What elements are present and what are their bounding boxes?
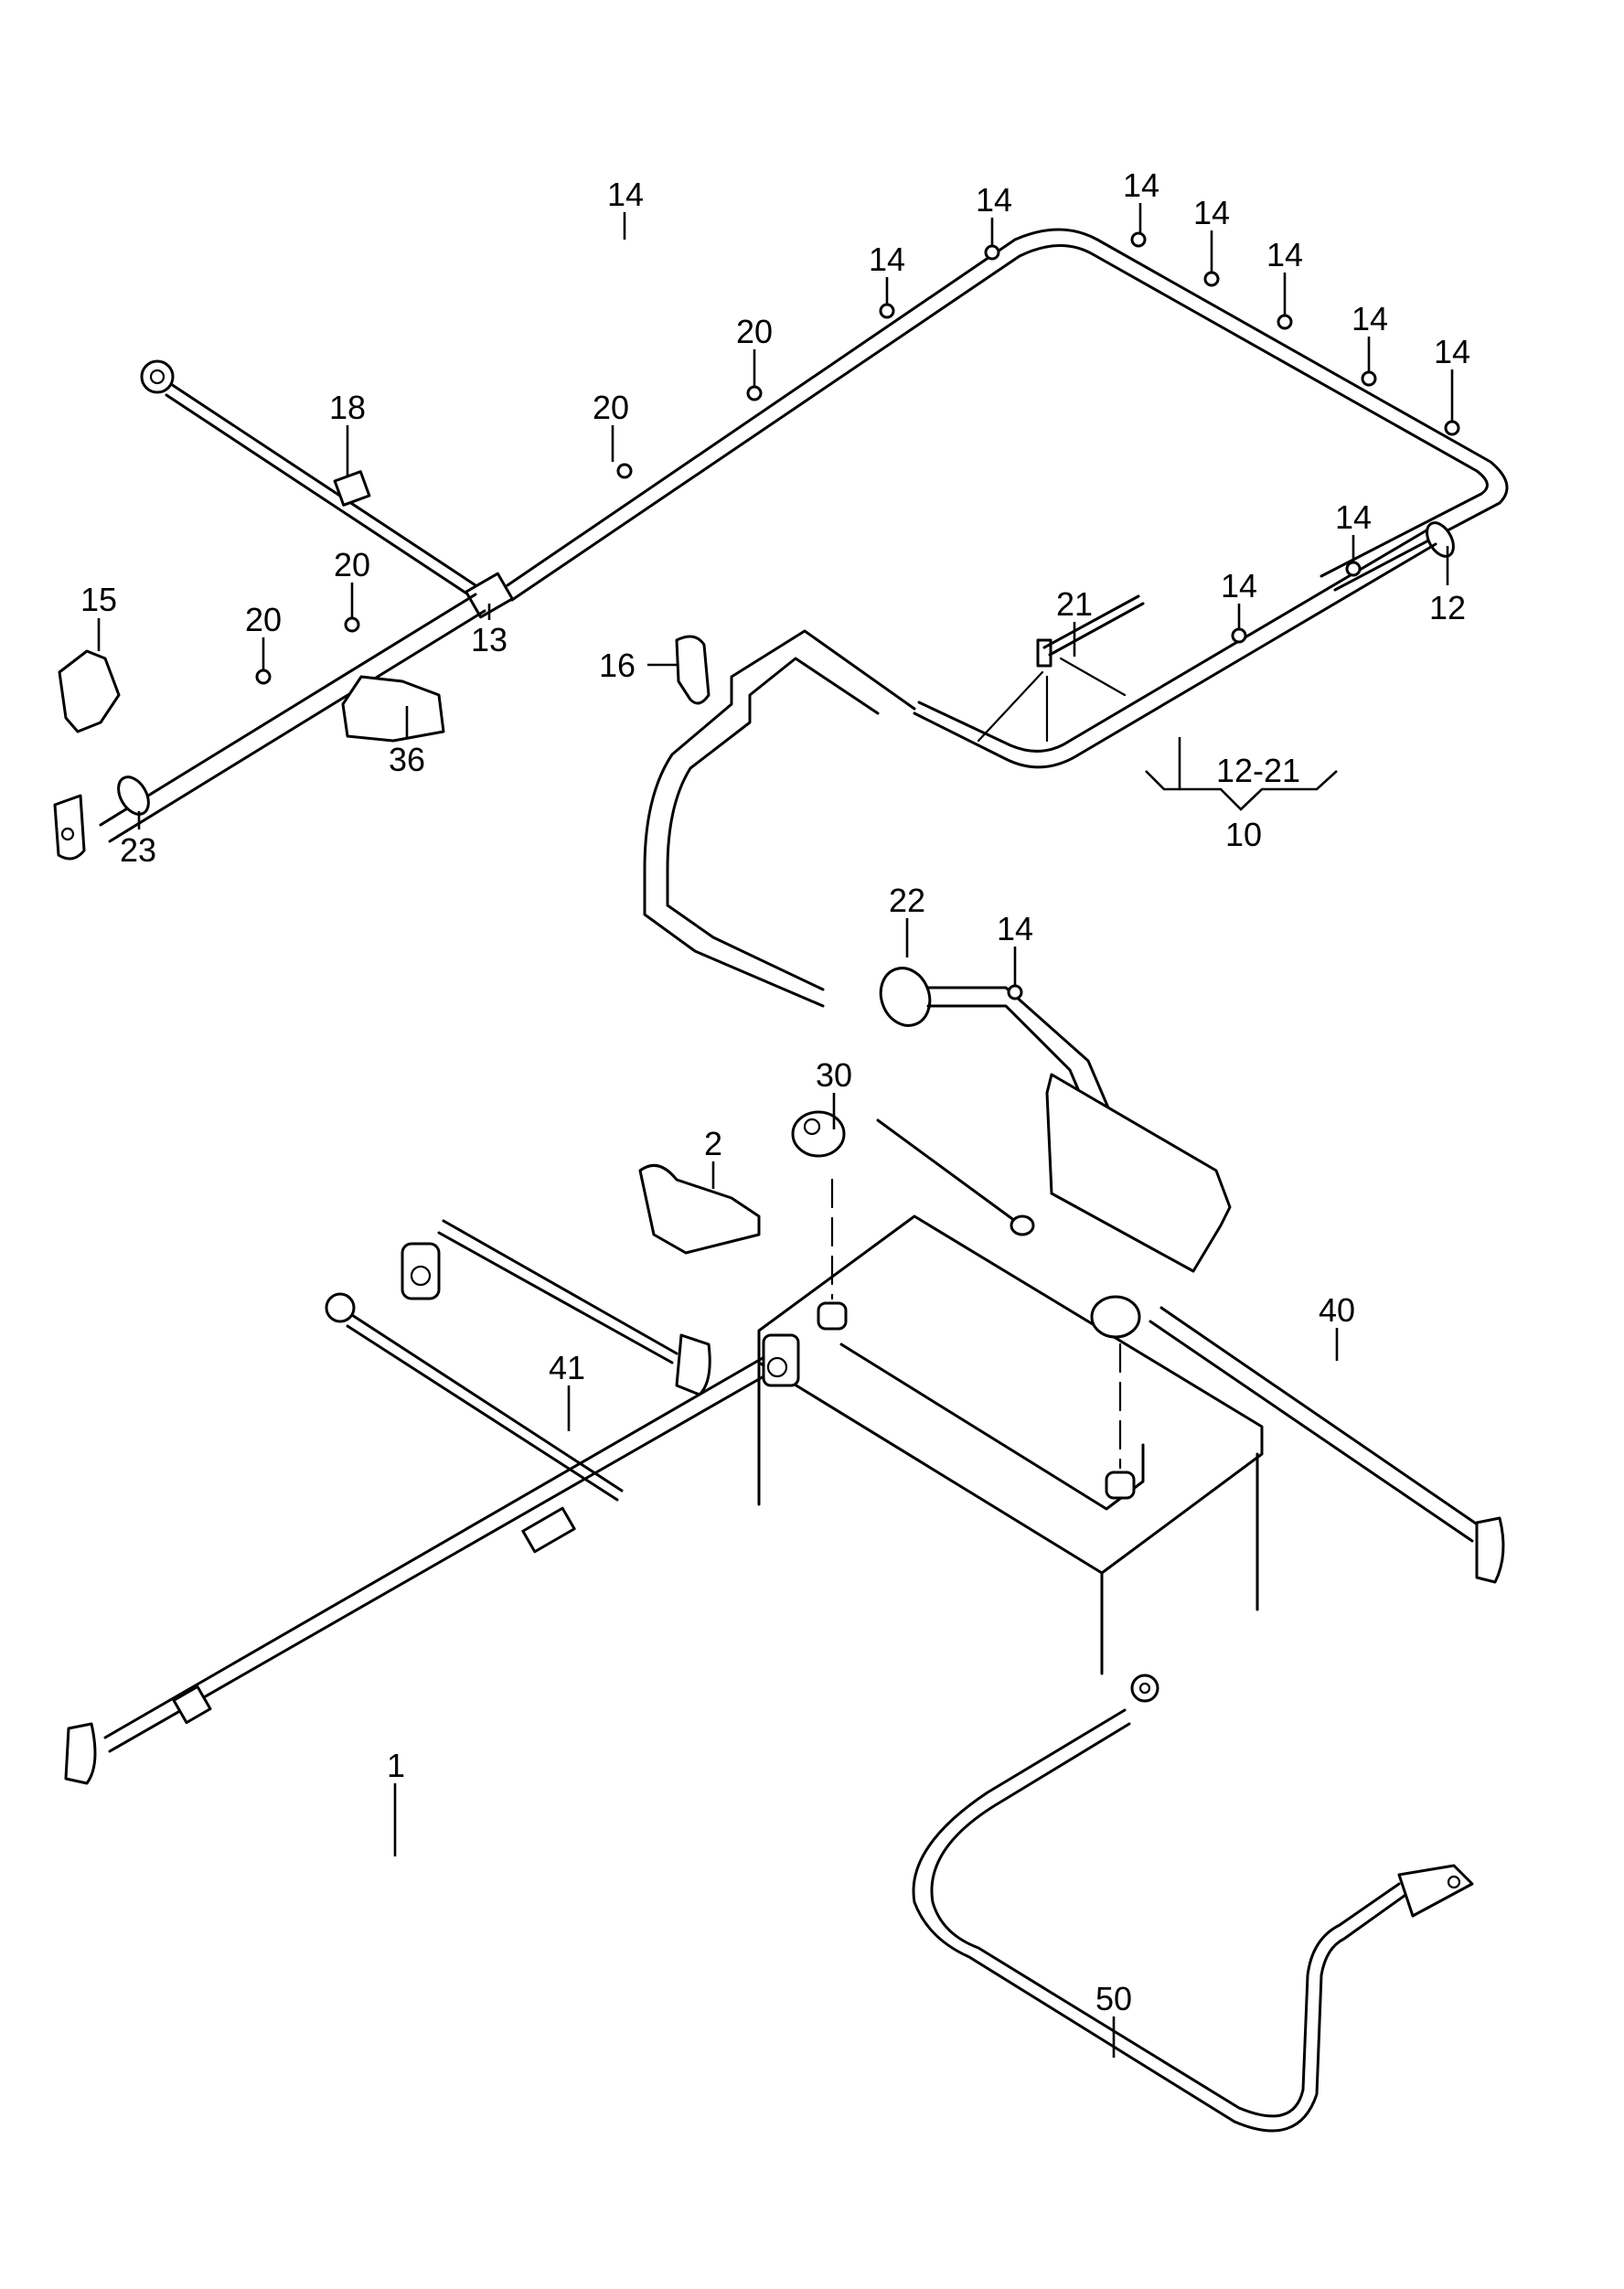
callout-14: 14 bbox=[1335, 498, 1372, 536]
cover-15 bbox=[58, 649, 121, 733]
callout-14: 14 bbox=[1434, 333, 1470, 370]
ring-terminal bbox=[140, 359, 175, 394]
callout-14: 14 bbox=[976, 181, 1012, 219]
callout-2: 2 bbox=[704, 1125, 722, 1162]
callout-16: 16 bbox=[599, 647, 636, 684]
callout-15: 15 bbox=[80, 581, 117, 618]
cable-1 bbox=[64, 1292, 800, 1785]
cable-lug bbox=[53, 794, 86, 861]
callout-12: 12 bbox=[1429, 589, 1466, 626]
callout-20: 20 bbox=[736, 313, 773, 350]
boot-22 bbox=[879, 967, 932, 1027]
callout-14: 14 bbox=[997, 910, 1033, 947]
callout-1: 1 bbox=[387, 1747, 405, 1784]
callout-labels: 14 14 14 14 14 14 14 14 14 14 14 20 20 2… bbox=[80, 166, 1470, 2017]
callout-21: 21 bbox=[1056, 585, 1093, 623]
battery-post-positive bbox=[817, 1301, 848, 1331]
clip-16 bbox=[675, 635, 710, 705]
holder-36 bbox=[341, 675, 445, 743]
fuse-box bbox=[1045, 1073, 1232, 1273]
cable-tie-21 bbox=[977, 594, 1145, 743]
callout-30: 30 bbox=[816, 1056, 852, 1094]
cable-41 bbox=[401, 1219, 711, 1396]
callout-14: 14 bbox=[1352, 300, 1388, 337]
cable-40 bbox=[1090, 1295, 1505, 1584]
callout-13: 13 bbox=[471, 621, 508, 658]
terminal-30 bbox=[791, 1110, 1035, 1236]
battery bbox=[757, 1178, 1264, 1675]
grommet-23 bbox=[117, 775, 150, 816]
group-range-label: 12-21 bbox=[1216, 752, 1300, 789]
cable-50 bbox=[912, 1674, 1474, 2133]
callout-14: 14 bbox=[869, 241, 905, 278]
callout-50: 50 bbox=[1095, 1980, 1132, 2017]
callout-20: 20 bbox=[334, 546, 370, 583]
callout-36: 36 bbox=[389, 741, 425, 778]
leader-lines bbox=[97, 203, 1454, 2058]
junction-13 bbox=[465, 572, 514, 619]
callout-14: 14 bbox=[1193, 194, 1230, 231]
callout-14: 14 bbox=[1123, 166, 1159, 204]
assembly-label: 10 bbox=[1225, 816, 1262, 853]
main-harness bbox=[53, 228, 1509, 1136]
callout-18: 18 bbox=[329, 389, 366, 426]
callout-23: 23 bbox=[120, 831, 156, 869]
callout-14: 14 bbox=[607, 176, 644, 213]
callout-14: 14 bbox=[1266, 236, 1303, 273]
clip-18 bbox=[333, 470, 371, 507]
callout-20: 20 bbox=[245, 601, 282, 638]
callout-20: 20 bbox=[593, 389, 629, 426]
battery-post-negative bbox=[1105, 1471, 1136, 1500]
callout-41: 41 bbox=[549, 1349, 585, 1386]
callout-40: 40 bbox=[1319, 1291, 1355, 1329]
callout-22: 22 bbox=[889, 882, 925, 919]
clip-12 bbox=[1426, 521, 1455, 558]
terminal-2 bbox=[638, 1163, 761, 1255]
callout-14: 14 bbox=[1221, 567, 1257, 604]
